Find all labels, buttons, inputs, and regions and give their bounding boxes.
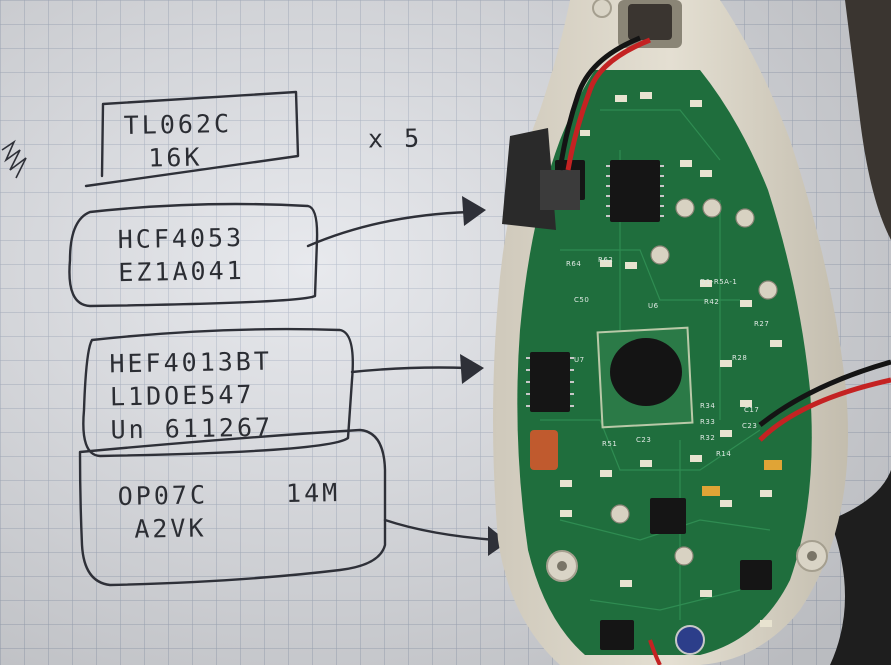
arrow-to-chip-icon — [460, 354, 484, 384]
note-box-1 — [84, 90, 300, 188]
note-text-box-3: HEF4013BT L1DOE547 Un 611267 — [109, 345, 273, 447]
arrow-line-3 — [383, 518, 498, 542]
ic-pins — [606, 165, 664, 217]
chip-code-l1doe547: L1DOE547 — [109, 379, 255, 412]
pcb-label-r64: R64 — [566, 260, 582, 268]
chip-code-un611267: Un 611267 — [110, 412, 274, 445]
smd-components — [560, 92, 782, 627]
note-box-4 — [78, 428, 387, 587]
chip-label-op07c: OP07C 14M — [117, 476, 340, 513]
note-multiplier: x 5 — [368, 122, 423, 156]
film-capacitor — [530, 430, 558, 470]
pcb-label-r62: R62 — [598, 256, 614, 264]
pcb-label-u7: U7 — [574, 356, 585, 364]
black-cable-shadow — [830, 470, 891, 665]
pcb-label-d1r5a1: D1-R5A-1 — [700, 278, 738, 286]
black-wire-top — [557, 35, 641, 171]
trimpots — [610, 198, 778, 566]
chip-code-16k: 16K — [148, 142, 203, 173]
tantalum-capacitors — [702, 460, 782, 496]
op07c-text: OP07C — [117, 480, 209, 511]
red-wire-right — [758, 377, 891, 442]
switch-knob — [540, 170, 580, 210]
pcb-label-c23-b: C23 — [636, 436, 652, 444]
pcb-label-c17: C17 — [744, 406, 760, 414]
pcb-label-c50: C50 — [574, 296, 590, 304]
pcb-label-r14: R14 — [716, 450, 732, 458]
multiplier-label: x 5 — [367, 123, 423, 154]
pcb-label-u6: U6 — [648, 302, 659, 310]
pen-scribble — [1, 139, 27, 179]
note-text-box-2: HCF4053 EZ1A041 — [117, 221, 244, 289]
ic-op07 — [650, 498, 686, 534]
red-wire-bottom — [648, 639, 662, 665]
arrow-line-1 — [306, 210, 472, 248]
electrolytic-capacitor — [675, 625, 705, 655]
chip-label-tl062c: TL062C — [123, 109, 233, 140]
arrow-line-2 — [350, 366, 470, 374]
note-box-2 — [68, 202, 319, 308]
note-text-box-1: TL062C 16K — [123, 107, 232, 175]
note-text-box-4: OP07C 14M A2VK — [117, 476, 341, 546]
red-wire-top — [565, 37, 651, 171]
ic-small-1 — [740, 560, 772, 590]
ic-hef4013 — [530, 352, 570, 412]
pcb-label-r33: R33 — [700, 418, 716, 426]
pcb-label-r27: R27 — [754, 320, 770, 328]
pcb-label-c23: C23 — [742, 422, 758, 430]
pcb-label-r51: R51 — [602, 440, 618, 448]
chip-code-ez1a041: EZ1A041 — [118, 255, 245, 288]
pcb-label-r34: R34 — [700, 402, 716, 410]
cob-epoxy-blob — [610, 338, 682, 406]
chip-code-a2vk: A2VK — [134, 513, 207, 544]
ic-small-2 — [600, 620, 634, 650]
table-background — [845, 0, 891, 240]
chip-label-hef4013bt: HEF4013BT — [109, 346, 273, 379]
arrow-to-chip-icon — [488, 526, 508, 556]
black-wire-right — [758, 359, 891, 427]
pcb-label-r28: R28 — [732, 354, 748, 362]
pcb-label-r42: R42 — [704, 298, 720, 306]
pcb-label-r32: R32 — [700, 434, 716, 442]
ic-hcf4053 — [610, 160, 660, 222]
note-box-3 — [82, 327, 354, 458]
chip-code-14m: 14M — [285, 478, 341, 509]
arrow-to-chip-icon — [462, 196, 486, 226]
ic-pins — [526, 357, 574, 407]
chip-label-hcf4053: HCF4053 — [117, 222, 245, 255]
